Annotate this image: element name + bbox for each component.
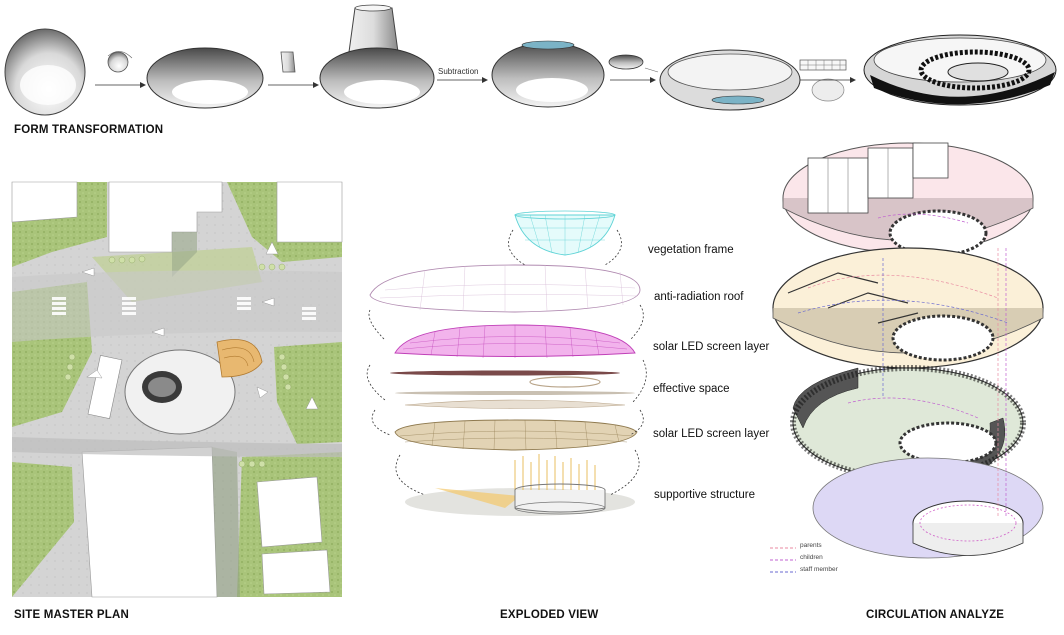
hollow-shell-form [659, 49, 801, 111]
form-transformation-title: FORM TRANSFORMATION [14, 124, 164, 136]
lens-form [608, 54, 659, 73]
layer-label-anti-radiation-roof: anti-radiation roof [654, 291, 744, 303]
circulation-diagram [772, 142, 1044, 559]
flattened-dome-form [146, 47, 264, 109]
floor-top [782, 142, 1034, 257]
legend-line-staff [770, 571, 796, 573]
site-master-plan-title: SITE MASTER PLAN [14, 609, 130, 621]
effective-space-layer [390, 370, 635, 409]
layer-label-solar-led-bottom: solar LED screen layer [653, 428, 770, 440]
final-lattice-form [863, 34, 1057, 106]
anti-radiation-roof-layer [369, 264, 641, 313]
sphere-form [4, 28, 86, 116]
solar-led-screen-layer-top [394, 324, 636, 359]
layer-label-supportive-structure: supportive structure [654, 489, 755, 501]
vegetation-frame-layer [514, 210, 616, 256]
legend-line-children [770, 559, 796, 561]
exploded-view-diagram [366, 210, 647, 516]
cylinder-form [280, 51, 296, 73]
site-plan-map [11, 181, 343, 598]
supportive-structure-layer [405, 454, 635, 516]
subtracted-dome-form [491, 40, 605, 108]
subtraction-label: Subtraction [438, 67, 479, 76]
grid-and-egg-form [799, 59, 847, 102]
small-sphere-form [107, 51, 133, 73]
circulation-analyze-title: CIRCULATION ANALYZE [866, 609, 1005, 621]
layer-label-vegetation-frame: vegetation frame [648, 244, 734, 256]
legend-parents: parents [800, 542, 822, 549]
legend-children: children [800, 554, 823, 561]
exploded-view-title: EXPLODED VIEW [500, 609, 599, 621]
form-transformation-graphic [4, 4, 1057, 116]
legend-staff-member: staff member [800, 566, 838, 573]
floor-second [772, 247, 1044, 369]
dome-with-cylinder-form [319, 4, 435, 109]
legend-line-parents [770, 547, 796, 549]
layer-label-solar-led-top: solar LED screen layer [653, 341, 770, 353]
floor-ground [812, 457, 1044, 559]
solar-led-screen-layer-bottom [394, 419, 638, 451]
layer-label-effective-space: effective space [653, 383, 730, 395]
